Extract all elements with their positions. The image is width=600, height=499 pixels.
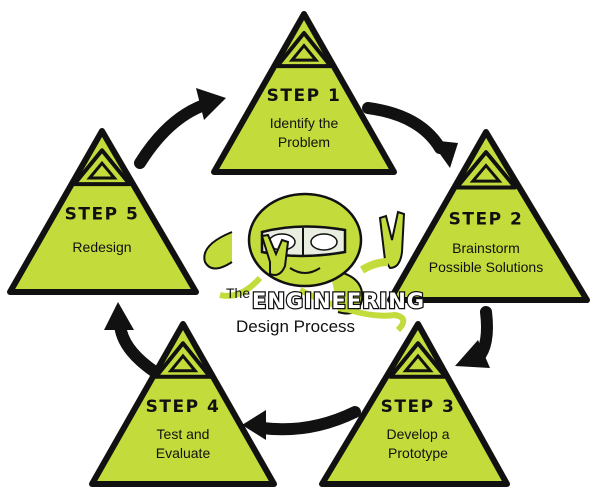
step-4-title: STEP 4 [146, 397, 221, 417]
step-2-apex-triangle-icon [454, 150, 518, 190]
step-5-title: STEP 5 [65, 205, 140, 225]
step-1-triangle [211, 11, 397, 175]
step-2-triangle [387, 129, 590, 303]
rock-hand-left-icon [260, 233, 290, 276]
arrow-step1-to-step2 [362, 102, 458, 168]
step-2-desc-line-1: Brainstorm [452, 240, 520, 256]
mascot-tentacles [203, 231, 407, 333]
mascot-smile [289, 267, 321, 274]
rock-hand-right-icon [359, 210, 406, 274]
step-4-apex-triangle-icon [153, 341, 213, 379]
cycle-arrows [104, 88, 493, 440]
step-3-apex-triangle-icon [388, 341, 448, 379]
step-5-desc-line-1: Redesign [72, 239, 131, 255]
step-2-title: STEP 2 [449, 209, 524, 229]
arrow-step4-to-step5 [104, 302, 161, 378]
engineering-design-process-logo: The ENGINEERING Design Process [226, 285, 425, 336]
step-1-desc-line-2: Problem [278, 134, 330, 150]
step-3-desc-line-2: Prototype [388, 445, 448, 461]
step-2-desc-line-2: Possible Solutions [429, 259, 543, 275]
step-3-triangle [319, 321, 510, 487]
logo-line-design-process: Design Process [236, 317, 355, 336]
step-1-desc-line-1: Identify the [270, 115, 339, 131]
step-4-desc-line-1: Test and [157, 426, 210, 442]
octopus-mascot [203, 192, 407, 333]
logo-line-engineering: ENGINEERING [252, 289, 425, 313]
step-1-apex-triangle-icon [275, 30, 333, 69]
arrow-step3-to-step4 [242, 406, 361, 440]
step-1-title: STEP 1 [267, 86, 342, 106]
step-5-triangle [7, 128, 199, 295]
step-4-desc-line-2: Evaluate [156, 445, 211, 461]
step-4-triangle [89, 321, 277, 487]
step-5: STEP 5 Redesign [7, 128, 199, 295]
arrow-step2-to-step3 [455, 306, 493, 368]
logo-line-the: The [226, 285, 250, 301]
step-3-title: STEP 3 [381, 397, 456, 417]
arrow-step5-to-step1 [134, 88, 226, 169]
step-3-desc-line-1: Develop a [386, 426, 449, 442]
step-3: STEP 3 Develop a Prototype [319, 321, 510, 487]
step-5-apex-triangle-icon [72, 148, 132, 187]
